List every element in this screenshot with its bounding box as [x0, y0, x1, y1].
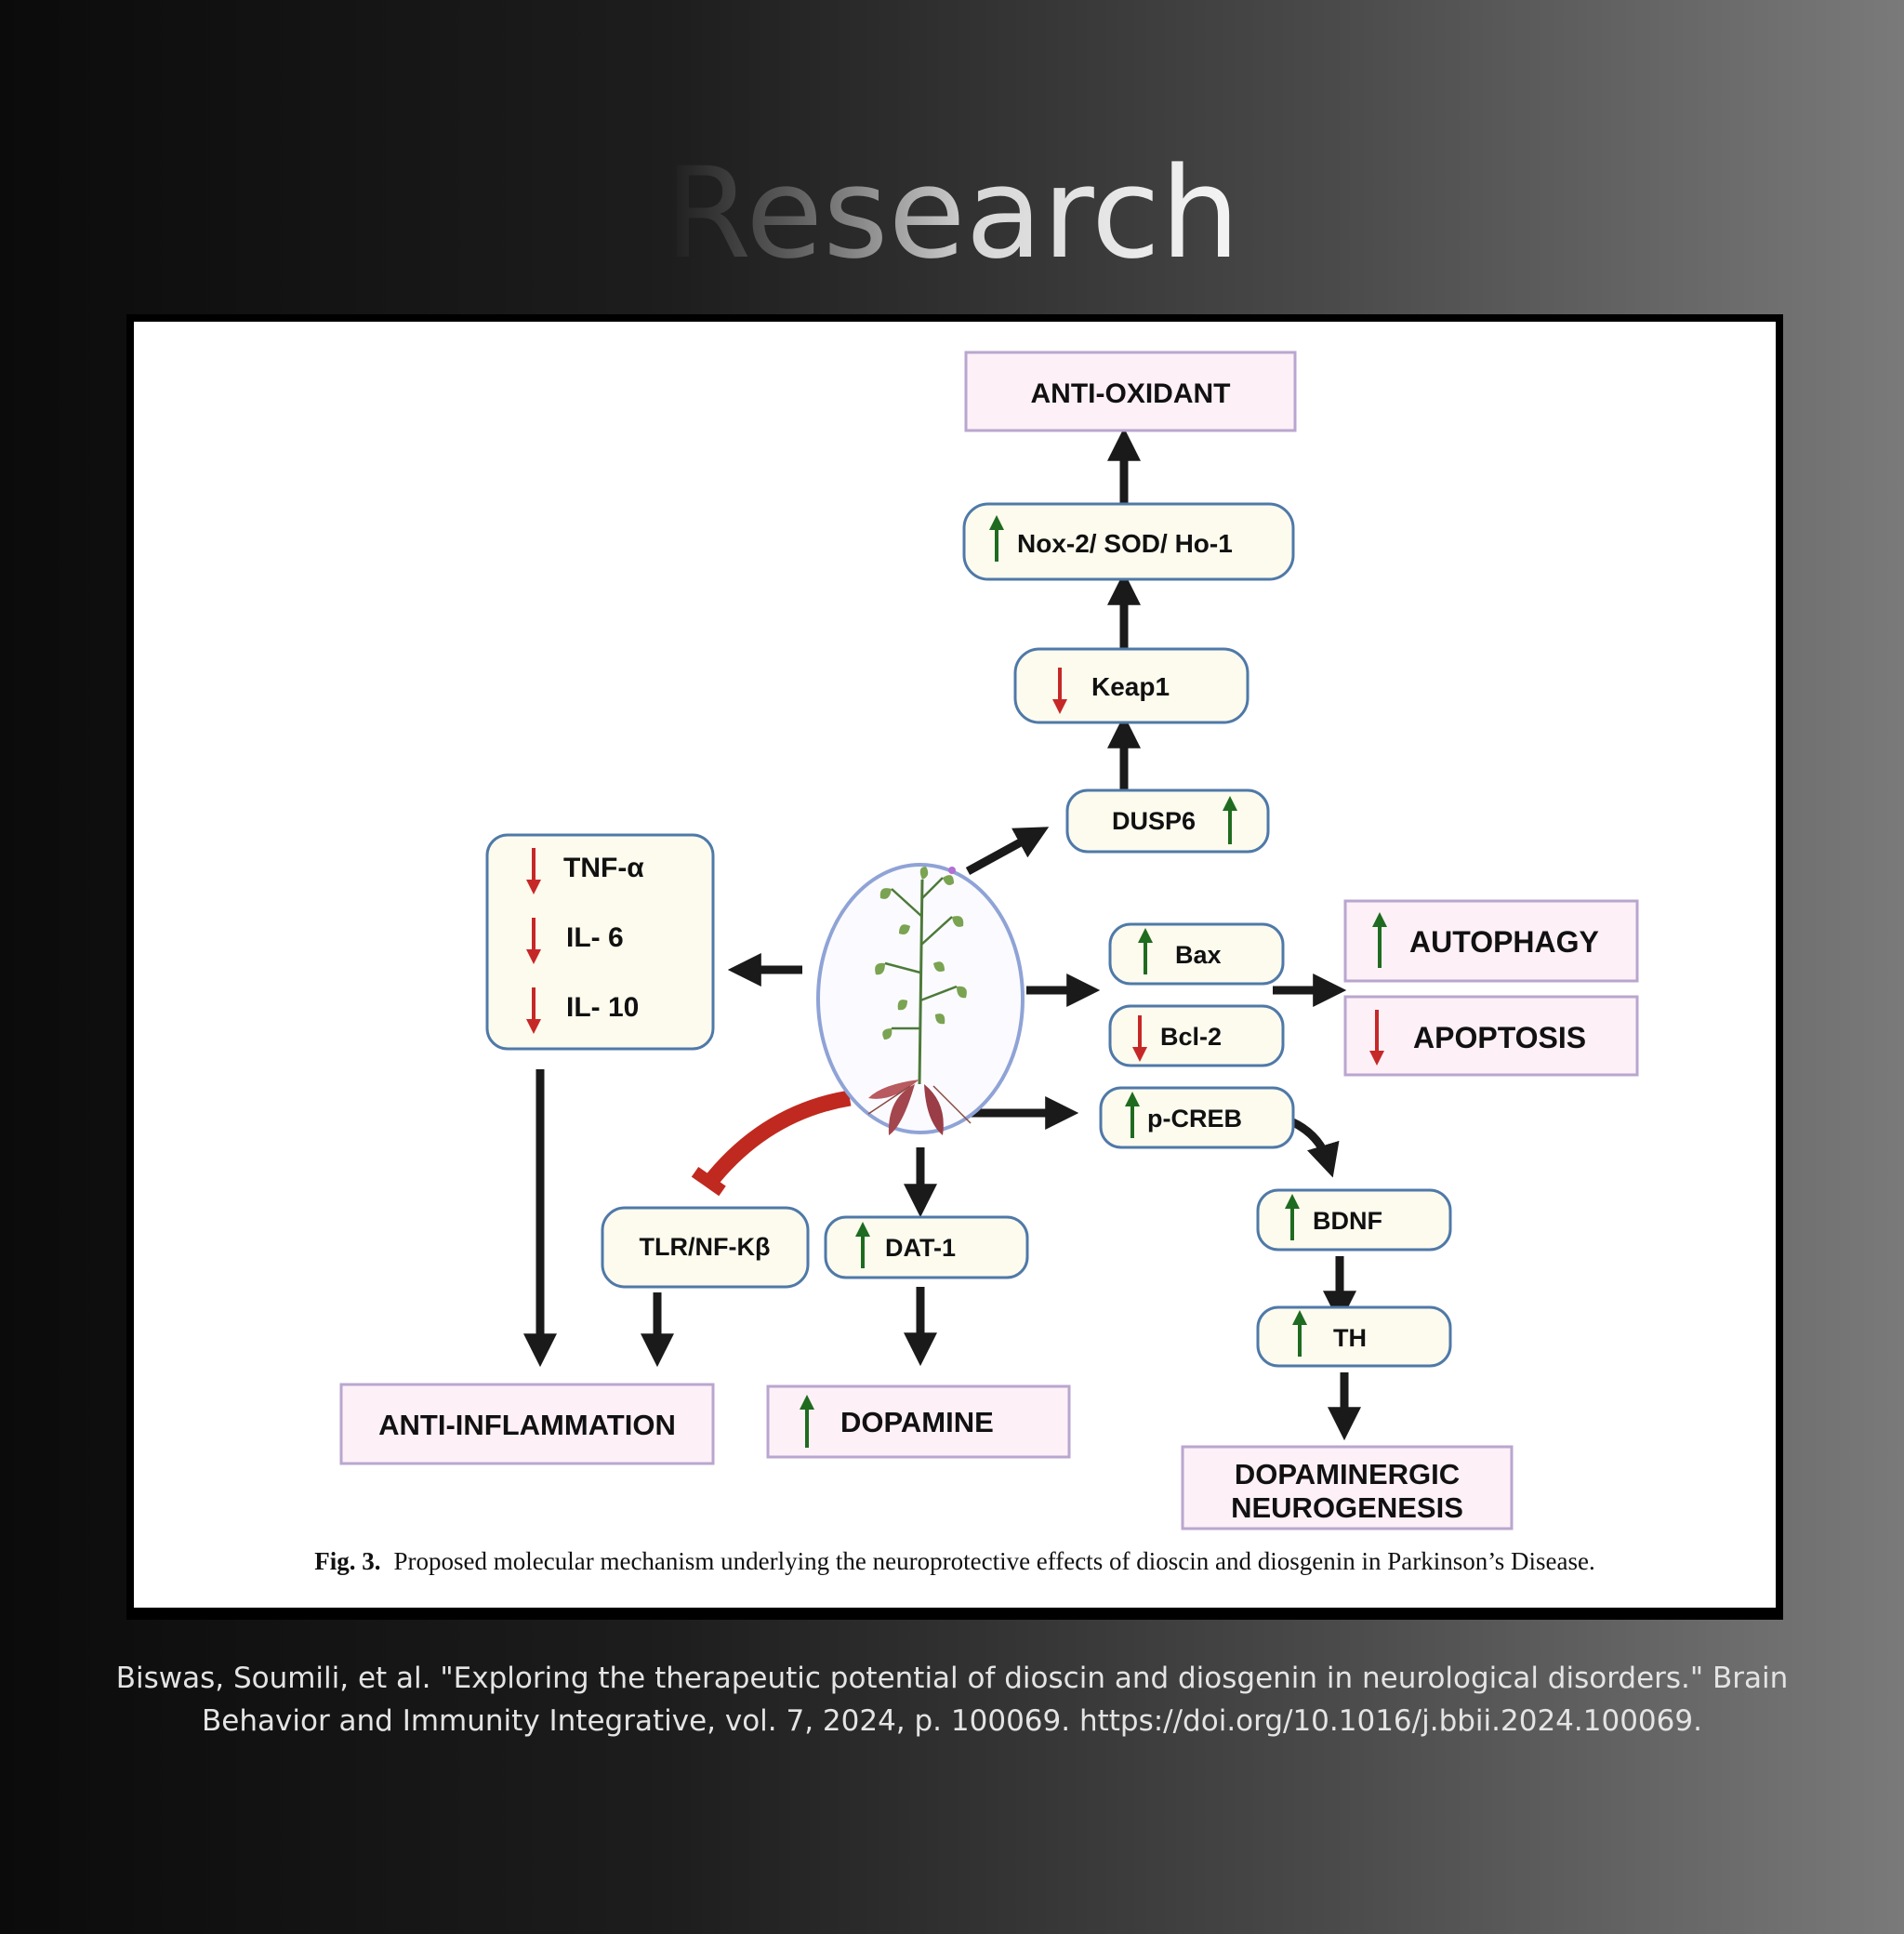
- citation: Biswas, Soumili, et al. "Exploring the t…: [112, 1657, 1792, 1742]
- node-apoptosis: APOPTOSIS: [1343, 995, 1639, 1077]
- node-tlr: TLR/NF-Kβ: [601, 1206, 810, 1289]
- node-pcreb-label: p-CREB: [1147, 1105, 1242, 1133]
- figure-caption: Fig. 3. Proposed molecular mechanism unde…: [134, 1547, 1776, 1576]
- citation-line-2: Behavior and Immunity Integrative, vol. …: [202, 1704, 1702, 1738]
- node-neurogenesis: DOPAMINERGIC NEUROGENESIS: [1181, 1445, 1514, 1530]
- mechanism-diagram: Nox-2/ SOD/ Ho-1 Keap1 DUSP6 TNF-α IL- 6…: [339, 351, 1639, 1530]
- node-th-label: TH: [1333, 1324, 1367, 1352]
- node-bdnf: BDNF: [1256, 1188, 1452, 1252]
- node-dopamine: DOPAMINE: [766, 1384, 1071, 1459]
- connector-arrows: [523, 427, 1361, 1441]
- node-tlr-label: TLR/NF-Kβ: [640, 1233, 771, 1261]
- dioscin-plant-node: [816, 863, 1025, 1135]
- node-anti-oxidant-label: ANTI-OXIDANT: [1031, 378, 1231, 409]
- node-dusp6-label: DUSP6: [1112, 807, 1196, 835]
- arrow-center-to-dusp6: [965, 827, 1050, 875]
- node-dopamine-label: DOPAMINE: [840, 1406, 994, 1438]
- node-bcl2: Bcl-2: [1108, 1004, 1285, 1067]
- figure-panel: Nox-2/ SOD/ Ho-1 Keap1 DUSP6 TNF-α IL- 6…: [134, 322, 1776, 1608]
- node-nox2-label: Nox-2/ SOD/ Ho-1: [1017, 529, 1233, 558]
- inhibition-arrow: [691, 1090, 852, 1197]
- citation-line-1: Biswas, Soumili, et al. "Exploring the t…: [115, 1662, 1789, 1695]
- node-apoptosis-label: APOPTOSIS: [1413, 1021, 1586, 1054]
- node-anti-oxidant: ANTI-OXIDANT: [964, 351, 1297, 432]
- node-bax: Bax: [1108, 922, 1285, 986]
- node-pcreb: p-CREB: [1099, 1086, 1295, 1149]
- node-dat1: DAT-1: [824, 1215, 1029, 1279]
- figure-caption-text: Proposed molecular mechanism underlying …: [393, 1547, 1595, 1575]
- node-th: TH: [1256, 1305, 1452, 1368]
- node-autophagy-label: AUTOPHAGY: [1409, 925, 1599, 959]
- node-nox2: Nox-2/ SOD/ Ho-1: [962, 502, 1295, 581]
- node-neurogenesis-line1: DOPAMINERGIC: [1235, 1458, 1460, 1490]
- plant-icon: [867, 867, 972, 1135]
- page-heading-wrap: Research: [0, 0, 1904, 288]
- node-il6-label: IL- 6: [566, 922, 624, 953]
- node-bcl2-label: Bcl-2: [1160, 1023, 1222, 1051]
- node-il10-label: IL- 10: [566, 992, 639, 1023]
- node-anti-inflammation-label: ANTI-INFLAMMATION: [378, 1409, 676, 1441]
- node-keap1: Keap1: [1013, 647, 1250, 724]
- node-dat1-label: DAT-1: [885, 1234, 956, 1262]
- node-cytokines: TNF-α IL- 6 IL- 10: [485, 833, 715, 1051]
- node-keap1-label: Keap1: [1091, 672, 1170, 701]
- figure-caption-label: Fig. 3.: [314, 1547, 381, 1575]
- node-bax-label: Bax: [1175, 941, 1222, 969]
- page-title: Research: [664, 140, 1240, 286]
- node-bdnf-label: BDNF: [1313, 1207, 1382, 1235]
- figure-frame: Nox-2/ SOD/ Ho-1 Keap1 DUSP6 TNF-α IL- 6…: [126, 314, 1783, 1620]
- node-tnf-label: TNF-α: [563, 853, 644, 883]
- node-autophagy: AUTOPHAGY: [1343, 899, 1639, 983]
- node-neurogenesis-line2: NEUROGENESIS: [1231, 1491, 1463, 1524]
- node-dusp6: DUSP6: [1065, 788, 1270, 854]
- node-anti-inflammation: ANTI-INFLAMMATION: [339, 1383, 715, 1465]
